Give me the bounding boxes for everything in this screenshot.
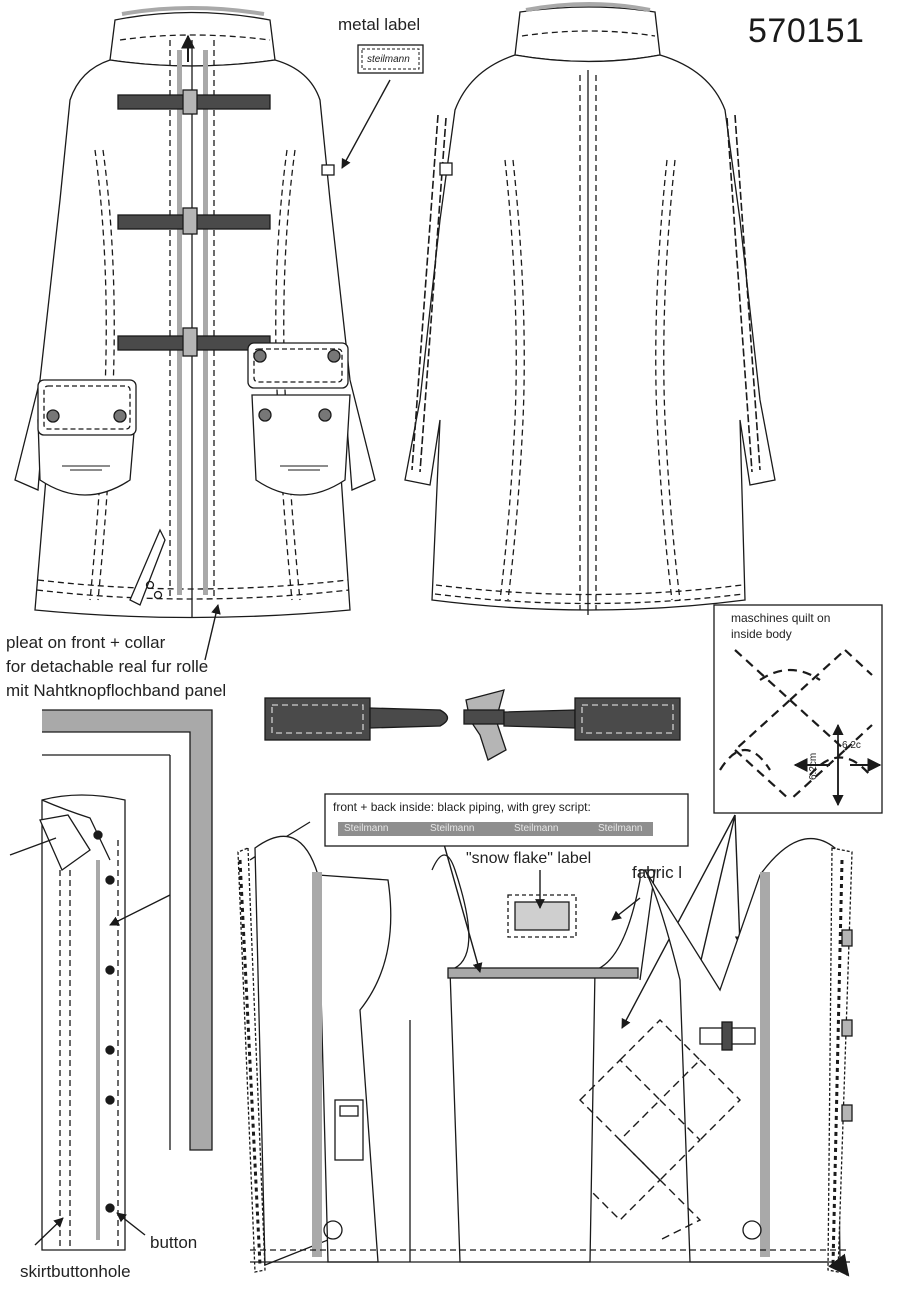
quilt-note-line-1: maschines quilt on <box>731 611 831 625</box>
back-body <box>404 54 776 611</box>
toggle-detail <box>264 689 681 761</box>
piping-script-1: Steilmann <box>344 823 389 834</box>
placket-detail <box>9 709 213 1251</box>
pleat-note-line-1: pleat on front + collar <box>6 633 166 652</box>
fabric-label: fabric l <box>632 863 683 882</box>
metal-label-callout <box>341 44 424 169</box>
pleat-note-line-3: mit Nahtknopflochband panel <box>6 681 227 700</box>
piping-script-4: Steilmann <box>598 823 643 834</box>
piping-script-3: Steilmann <box>514 823 559 834</box>
inside-right-front <box>644 837 841 1263</box>
piping-callout <box>324 793 689 847</box>
quilt-detail <box>621 604 883 1029</box>
quilt-note-line-2: inside body <box>731 627 792 641</box>
front-left-pocket <box>37 419 136 496</box>
metal-label-script: steilmann <box>367 54 410 65</box>
style-number: 570151 <box>748 12 865 50</box>
front-view-coat <box>14 6 376 619</box>
quilt-dim-horizontal: 6.2c <box>842 740 861 751</box>
skirtbuttonhole-label: skirtbuttonhole <box>20 1262 131 1281</box>
metal-label-text: metal label <box>338 15 421 34</box>
pleat-note-line-2: for detachable real fur rolle <box>6 657 209 676</box>
button-label: button <box>150 1233 198 1252</box>
quilt-dim-vertical: 6.2cm <box>808 752 819 780</box>
inside-view <box>237 821 853 1277</box>
back-view-coat <box>404 2 776 615</box>
snow-flake-label: "snow flake" label <box>466 850 592 867</box>
piping-title: front + back inside: black piping, with … <box>333 800 591 814</box>
piping-script-2: Steilmann <box>430 823 475 834</box>
